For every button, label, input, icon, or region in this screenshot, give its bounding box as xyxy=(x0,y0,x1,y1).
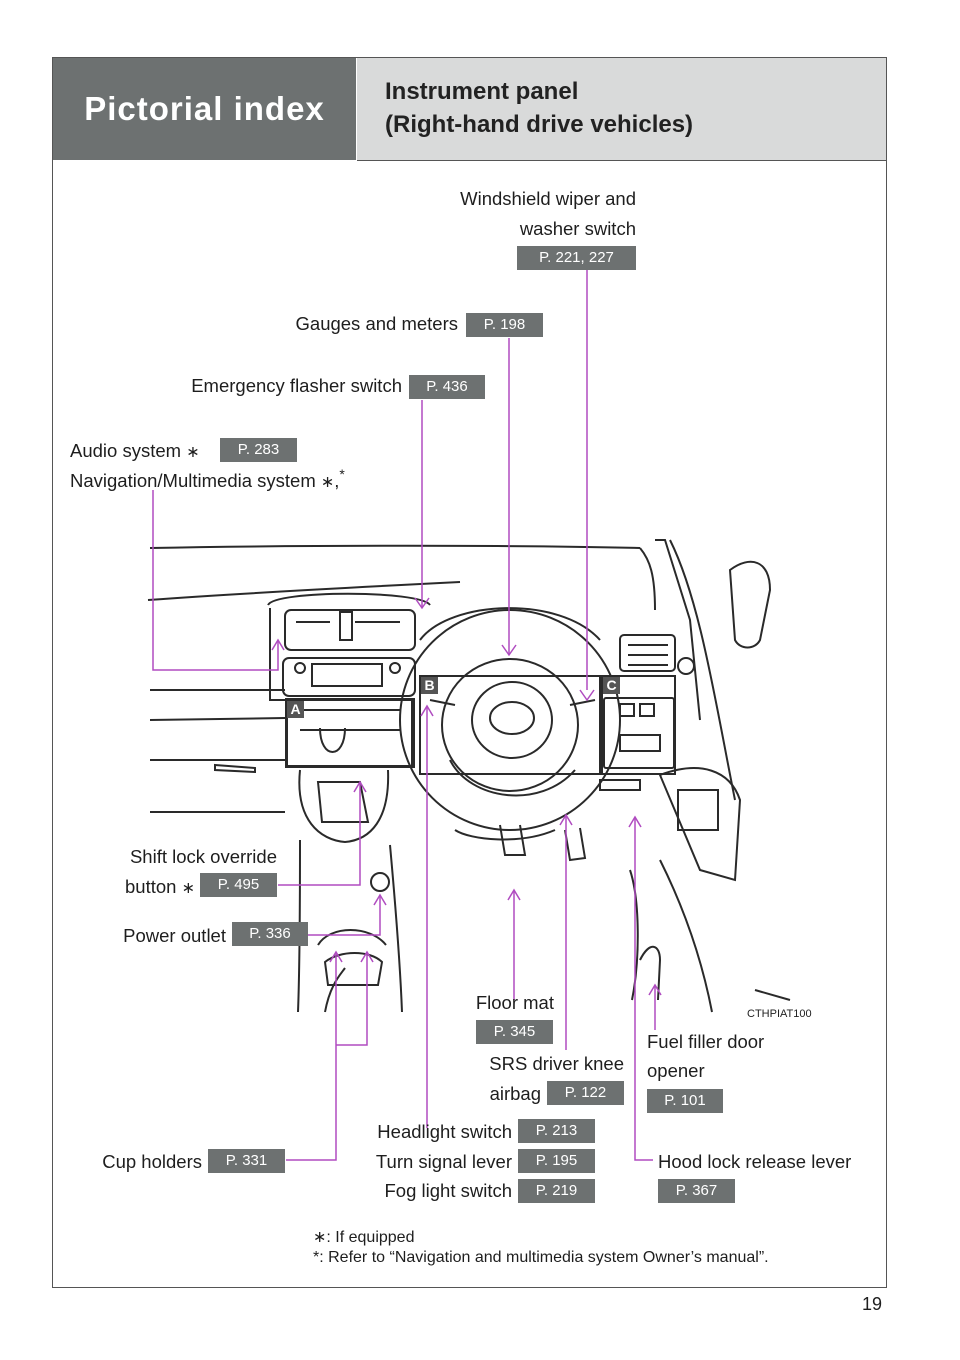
fog-light-label: Fog light switch xyxy=(384,1180,513,1201)
headlight-label: Headlight switch xyxy=(377,1121,512,1142)
page-number: 19 xyxy=(862,1294,883,1314)
power-outlet-page-ref: P. 336 xyxy=(232,922,308,946)
navigation-label: Navigation/Multimedia system xyxy=(70,470,316,491)
turn-signal-label: Turn signal lever xyxy=(375,1151,512,1172)
gauges-page-ref: P. 198 xyxy=(466,313,543,337)
gauges-label: Gauges and meters xyxy=(295,313,458,334)
section-header: Pictorial index xyxy=(53,58,356,160)
page-frame xyxy=(52,57,887,1288)
shift-lock-label-line1: Shift lock override xyxy=(129,846,277,867)
footnotes: ∗: If equipped *: Refer to “Navigation a… xyxy=(313,1228,769,1268)
audio-label-row: Audio system ∗ xyxy=(70,440,200,464)
owner-manual-mark: * xyxy=(313,1249,320,1266)
if-equipped-mark: ∗ xyxy=(181,880,195,897)
page-title-line2: (Right-hand drive vehicles) xyxy=(385,111,694,138)
footnote-if-equipped-text: : If equipped xyxy=(326,1229,415,1246)
if-equipped-mark: ∗ xyxy=(320,474,335,491)
if-equipped-mark: ∗ xyxy=(313,1229,327,1246)
wiper-page-ref: P. 221, 227 xyxy=(517,246,636,270)
knee-airbag-label-line1: SRS driver knee xyxy=(489,1053,624,1074)
owner-manual-mark: * xyxy=(339,466,345,482)
flasher-label: Emergency flasher switch xyxy=(191,375,402,396)
floor-mat-page-ref: P. 345 xyxy=(476,1020,553,1044)
section-badge-a: A xyxy=(287,701,304,718)
page-title-block: Instrument panel (Right-hand drive vehic… xyxy=(357,58,886,161)
footnote-owner-manual-text: : Refer to “Navigation and multimedia sy… xyxy=(319,1249,769,1266)
cup-holders-page-ref: P. 331 xyxy=(208,1149,285,1173)
section-badge-c: C xyxy=(603,677,620,694)
page-title-line1: Instrument panel xyxy=(385,78,579,105)
separator-comma: , xyxy=(334,470,340,491)
fog-light-page-ref: P. 219 xyxy=(518,1179,595,1203)
footnote-owner-manual: *: Refer to “Navigation and multimedia s… xyxy=(313,1248,769,1268)
section-label: Pictorial index xyxy=(84,90,325,127)
power-outlet-label: Power outlet xyxy=(123,925,226,946)
shift-lock-label-line2-row: button ∗ xyxy=(100,876,195,900)
audio-page-ref: P. 283 xyxy=(220,438,297,462)
illustration-code: CTHPIAT100 xyxy=(747,1008,812,1020)
shift-lock-page-ref: P. 495 xyxy=(200,873,277,897)
flasher-page-ref: P. 436 xyxy=(409,375,485,399)
shift-lock-label-line2: button xyxy=(125,876,177,897)
navigation-label-row: Navigation/Multimedia system ∗,* xyxy=(70,466,345,494)
audio-label: Audio system xyxy=(70,440,182,461)
section-badge-b: B xyxy=(421,677,438,694)
headlight-page-ref: P. 213 xyxy=(518,1119,595,1143)
fuel-door-label-line1: Fuel filler door xyxy=(647,1031,765,1052)
knee-airbag-label-line2: airbag xyxy=(489,1083,541,1104)
cup-holders-label: Cup holders xyxy=(102,1151,202,1172)
fuel-door-page-ref: P. 101 xyxy=(647,1089,723,1113)
if-equipped-mark: ∗ xyxy=(186,444,200,461)
hood-lock-page-ref: P. 367 xyxy=(658,1179,735,1203)
wiper-label-line1: Windshield wiper and xyxy=(460,188,636,209)
hood-lock-label: Hood lock release lever xyxy=(658,1151,852,1172)
knee-airbag-page-ref: P. 122 xyxy=(547,1081,624,1105)
turn-signal-page-ref: P. 195 xyxy=(518,1149,595,1173)
fuel-door-label-line2: opener xyxy=(647,1060,705,1081)
callout-lines xyxy=(152,270,662,1161)
floor-mat-label: Floor mat xyxy=(475,992,554,1013)
wiper-label-line2: washer switch xyxy=(519,218,636,239)
footnote-if-equipped: ∗: If equipped xyxy=(313,1228,769,1248)
